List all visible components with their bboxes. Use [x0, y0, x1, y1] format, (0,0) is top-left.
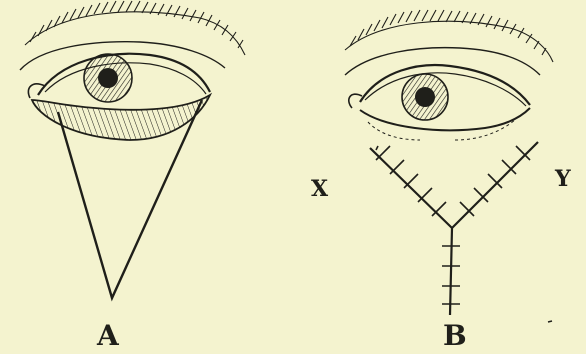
- eye-a: [20, 1, 245, 298]
- label-a: A: [97, 322, 119, 350]
- eyebrow-a: [20, 1, 245, 70]
- pupil-a: [98, 68, 118, 88]
- speck: [548, 321, 552, 322]
- label-x: X: [311, 178, 328, 200]
- eye-b: [345, 10, 553, 315]
- label-b: B: [443, 322, 467, 350]
- label-y: Y: [555, 168, 571, 190]
- pupil-b: [415, 87, 435, 107]
- stitches: [376, 146, 530, 304]
